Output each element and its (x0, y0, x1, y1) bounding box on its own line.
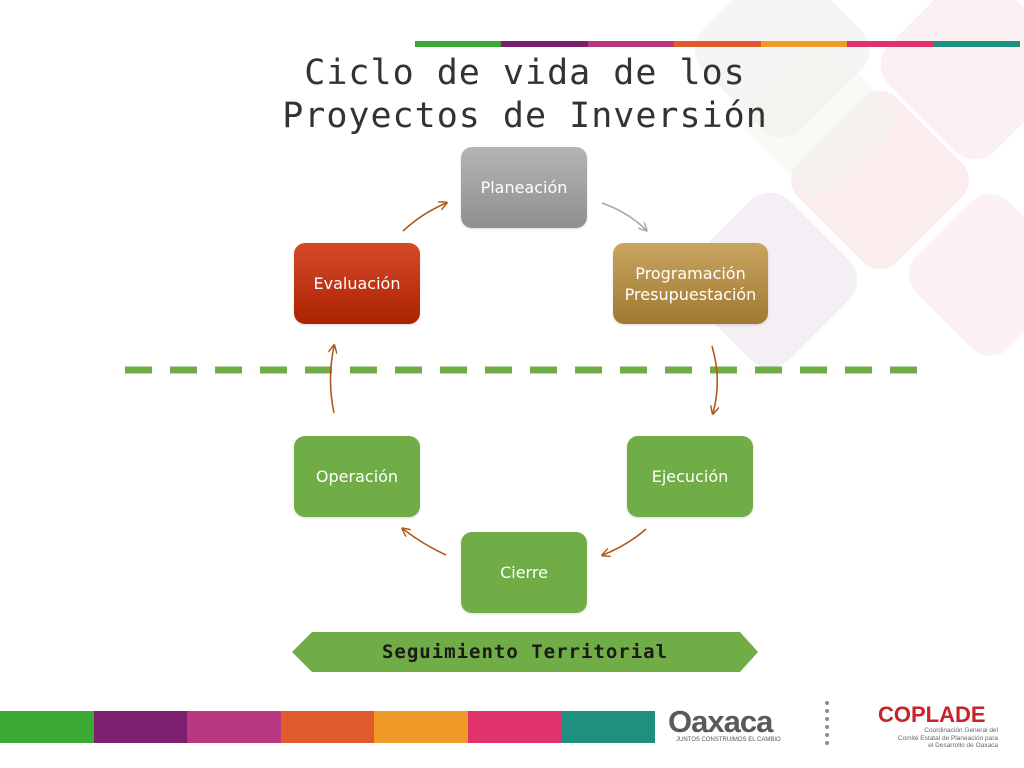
node-evaluacion: Evaluación (294, 243, 420, 324)
seguimiento-territorial-label: Seguimiento Territorial (381, 641, 669, 663)
bottom-color-bar (0, 711, 656, 743)
slide-title: Ciclo de vida de los Proyectos de Invers… (210, 52, 840, 138)
coplade-subtitle-line-3: el Desarrollo de Oaxaca (928, 742, 998, 749)
seguimiento-banner-shape (292, 632, 758, 672)
coplade-subtitle-line-2: Comité Estatal de Planeación para (897, 734, 998, 742)
node-programacion-presupuestacion: Programación Presupuestación (613, 243, 768, 324)
node-cierre-label: Cierre (500, 563, 548, 582)
node-planeacion-label: Planeación (480, 178, 568, 197)
node-evaluacion-label: Evaluación (313, 274, 401, 293)
oaxaca-tagline: JUNTOS CONSTRUIMOS EL CAMBIO (676, 737, 781, 743)
node-cierre: Cierre (461, 532, 587, 613)
coplade-subtitle-line-1: Coordinación General del (924, 727, 998, 734)
arrow-programacion-to-ejecucion (712, 345, 717, 413)
node-planeacion: Planeación (461, 147, 587, 228)
title-line-1: Ciclo de vida de los (304, 53, 746, 93)
title-line-2: Proyectos de Inversión (282, 96, 768, 136)
node-presupuestacion-label: Presupuestación (624, 284, 757, 304)
coplade-logo: COPLADE (878, 702, 986, 727)
coplade-subtitle: Coordinación General del Comité Estatal … (866, 727, 998, 750)
node-programacion-label: Programación (635, 263, 746, 283)
arrow-evaluacion-to-planeacion (402, 203, 446, 232)
logo-separator-dots (825, 701, 829, 745)
node-operacion: Operación (294, 436, 420, 517)
arrow-planeacion-to-programacion (601, 202, 646, 230)
seguimiento-territorial-banner: Seguimiento Territorial (292, 632, 758, 672)
oaxaca-logo: Oaxaca (668, 704, 773, 739)
arrow-ejecucion-to-cierre (603, 528, 647, 555)
arrow-operacion-to-evaluacion (331, 346, 335, 414)
node-operacion-label: Operación (315, 467, 399, 486)
top-color-bar (415, 41, 1020, 47)
node-ejecucion: Ejecución (627, 436, 753, 517)
node-ejecucion-label: Ejecución (651, 467, 729, 486)
arrow-cierre-to-operacion (403, 529, 447, 556)
